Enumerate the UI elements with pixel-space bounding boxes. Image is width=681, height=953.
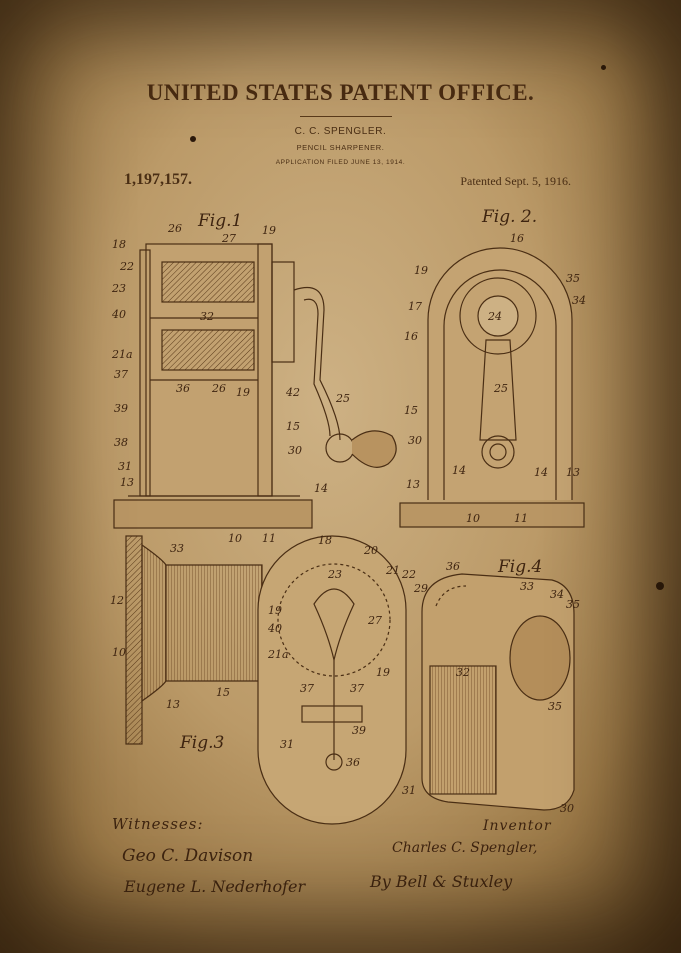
paper-spot xyxy=(601,65,606,70)
ref-numeral: 10 xyxy=(112,646,126,659)
ref-numeral: 34 xyxy=(572,294,586,307)
ref-numeral: 35 xyxy=(566,272,580,285)
ref-numeral: 14 xyxy=(452,464,466,477)
ref-numeral: 30 xyxy=(408,434,422,447)
cutter-plate-drawing xyxy=(257,535,407,825)
ref-numeral: 37 xyxy=(300,682,314,695)
office-title: UNITED STATES PATENT OFFICE. xyxy=(146,80,535,105)
ref-numeral: 15 xyxy=(216,686,230,699)
witnesses-label: Witnesses: xyxy=(112,815,204,833)
ref-numeral: 29 xyxy=(413,582,428,595)
ref-numeral: 23 xyxy=(327,568,342,581)
ref-numeral: 16 xyxy=(404,330,418,343)
ref-numeral: 13 xyxy=(566,466,580,479)
ref-numeral: 19 xyxy=(376,666,390,679)
ref-numeral: 14 xyxy=(314,482,328,495)
fig3-label: Fig.3 xyxy=(179,733,224,753)
ref-numeral: 24 xyxy=(487,310,502,323)
figure-2-drawing xyxy=(399,247,585,528)
ref-numeral: 36 xyxy=(346,756,360,769)
ref-numeral: 40 xyxy=(267,622,282,635)
ref-numeral: 37 xyxy=(350,682,364,695)
ref-numeral: 23 xyxy=(111,282,126,295)
ref-numeral: 26 xyxy=(211,382,226,395)
ref-numeral: 10 xyxy=(466,512,480,525)
ref-numeral: 13 xyxy=(120,476,134,489)
figure-3-drawing xyxy=(125,535,263,745)
ref-numeral: 30 xyxy=(288,444,302,457)
ref-numeral: 34 xyxy=(550,588,564,601)
ref-numeral: 40 xyxy=(111,308,126,321)
ref-numeral: 19 xyxy=(268,604,282,617)
paper-spot xyxy=(190,136,196,142)
ref-numeral: 25 xyxy=(493,382,508,395)
ref-numeral: 30 xyxy=(560,802,574,815)
ref-numeral: 12 xyxy=(110,594,124,607)
ref-numeral: 31 xyxy=(402,784,416,797)
inventor-signature: Charles C. Spengler, xyxy=(392,840,538,856)
ref-numeral: 36 xyxy=(176,382,190,395)
ref-numeral: 33 xyxy=(170,542,184,555)
title-rule xyxy=(300,116,392,117)
ref-numeral: 15 xyxy=(404,404,418,417)
ref-numeral: 22 xyxy=(119,260,134,273)
ref-numeral: 31 xyxy=(118,460,132,473)
ref-numeral: 31 xyxy=(280,738,294,751)
ref-numeral: 35 xyxy=(548,700,562,713)
ref-numeral: 42 xyxy=(285,386,300,399)
ref-numeral: 25 xyxy=(335,392,350,405)
ref-numeral: 39 xyxy=(352,724,366,737)
ref-numeral: 32 xyxy=(456,666,470,679)
ref-numeral: 14 xyxy=(534,466,548,479)
ref-numeral: 22 xyxy=(401,568,416,581)
ref-numeral: 20 xyxy=(363,544,378,557)
figure-1-drawing xyxy=(113,243,397,529)
figure-4-drawing xyxy=(421,573,575,811)
ref-numeral: 19 xyxy=(236,386,250,399)
ref-numeral: 19 xyxy=(414,264,428,277)
ref-numeral: 13 xyxy=(406,478,420,491)
filed-date: APPLICATION FILED JUNE 13, 1914. xyxy=(275,159,406,166)
paper-spot xyxy=(656,582,664,590)
ref-numeral: 13 xyxy=(166,698,180,711)
ref-numeral: 19 xyxy=(262,224,276,237)
fig4-label: Fig.4 xyxy=(497,557,542,577)
ref-numeral: 36 xyxy=(446,560,460,573)
ref-numeral: 18 xyxy=(112,238,126,251)
ref-numeral: 21a xyxy=(267,648,289,661)
ref-numeral: 16 xyxy=(510,232,524,245)
ref-numeral: 18 xyxy=(318,534,332,547)
patent-date: Patented Sept. 5, 1916. xyxy=(460,174,571,188)
witness-signature-2: Eugene L. Nederhofer xyxy=(124,877,306,896)
ref-numeral: 10 xyxy=(228,532,242,545)
ref-numeral: 27 xyxy=(221,232,236,245)
ref-numeral: 38 xyxy=(114,436,128,449)
ref-numeral: 27 xyxy=(367,614,382,627)
fig1-label: Fig.1 xyxy=(197,211,242,231)
ref-numeral: 32 xyxy=(200,310,214,323)
ref-numeral: 26 xyxy=(167,222,182,235)
patent-number: 1,197,157. xyxy=(124,171,192,188)
invention-title: PENCIL SHARPENER. xyxy=(296,143,385,152)
ref-numeral: 33 xyxy=(520,580,534,593)
witness-signature-1: Geo C. Davison xyxy=(122,846,254,866)
ref-numeral: 11 xyxy=(514,512,528,525)
inventor-name: C. C. SPENGLER. xyxy=(294,126,387,137)
attorney-signature: By Bell & Stuxley xyxy=(370,872,513,891)
ref-numeral: 17 xyxy=(408,300,422,313)
ref-numeral: 35 xyxy=(566,598,580,611)
fig2-label: Fig. 2. xyxy=(481,207,537,227)
ref-numeral: 37 xyxy=(114,368,128,381)
inventor-label: Inventor xyxy=(483,818,552,834)
ref-numeral: 11 xyxy=(262,532,276,545)
ref-numeral: 21 xyxy=(385,564,400,577)
ref-numeral: 21a xyxy=(111,348,133,361)
ref-numeral: 15 xyxy=(286,420,300,433)
ref-numeral: 39 xyxy=(114,402,128,415)
